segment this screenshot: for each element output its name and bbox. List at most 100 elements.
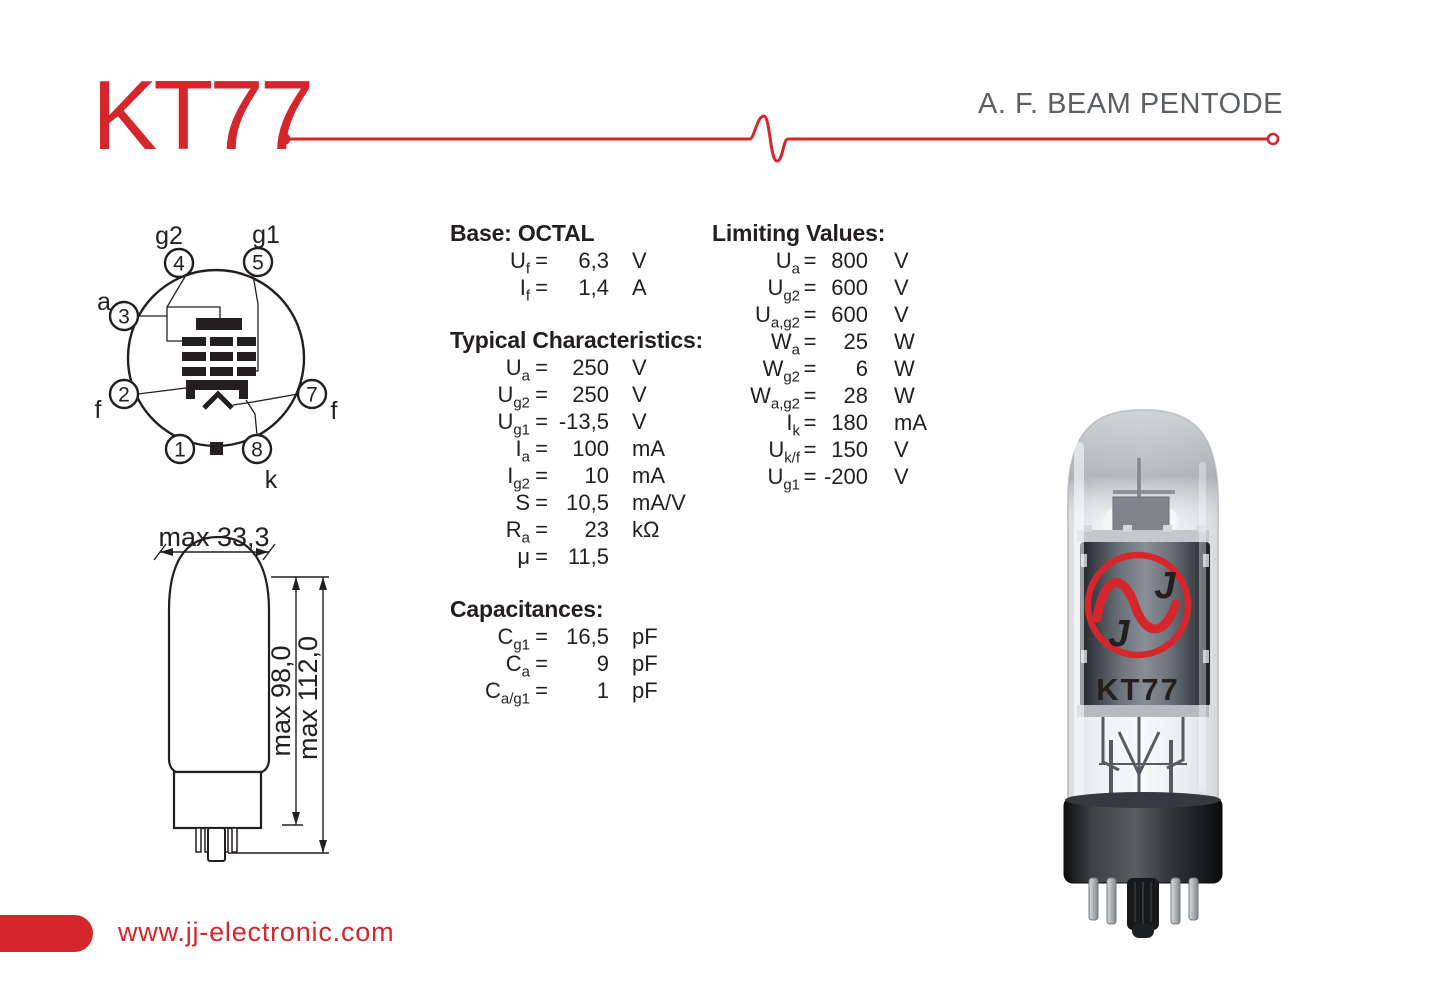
electrode-stack: [182, 318, 256, 455]
spec-value: 25: [843, 329, 868, 354]
spec-symbol: Ug2: [767, 275, 800, 305]
equals-sign: =: [803, 410, 817, 435]
pin-labels: g2 g1 a f f k: [95, 221, 338, 494]
glass-highlight-right: [1199, 462, 1206, 792]
spec-symbol: Ug2: [497, 382, 530, 412]
equals-sign: =: [535, 463, 548, 488]
pin-label-g2: g2: [155, 222, 183, 250]
pulse-line: [284, 114, 1271, 163]
spec-value: 11,5: [567, 544, 609, 569]
spec-symbol: Ca/g1: [485, 678, 530, 708]
spec-value: 6: [855, 356, 868, 381]
spec-value: 1: [596, 678, 609, 703]
tube-model-print: KT77: [1096, 672, 1180, 707]
tube-photo: J J KT77: [1063, 408, 1223, 938]
equals-sign: =: [535, 490, 548, 515]
pin-number: 5: [252, 252, 264, 275]
pin-numbers: 1 2 3 4 5 7 8: [118, 252, 318, 462]
spec-value: 23: [584, 517, 609, 542]
width-dimension-arrows: [160, 548, 269, 556]
equals-sign: =: [535, 409, 548, 434]
spec-row: Ia= 100 mA: [450, 435, 730, 466]
equals-sign: =: [803, 275, 817, 300]
bulb-height-label: max 98,0: [266, 645, 296, 756]
website-link[interactable]: www.jj-electronic.com: [118, 917, 395, 947]
equals-sign: =: [535, 544, 548, 569]
spec-symbol: Ug1: [497, 409, 530, 439]
spec-symbol: Uf: [509, 248, 530, 278]
equals-sign: =: [803, 356, 817, 381]
cathode-bar: [186, 380, 248, 390]
line-end-ring: [1266, 132, 1280, 146]
spec-unit: A: [632, 275, 647, 300]
spec-symbol: Ca: [505, 651, 530, 681]
spec-unit: V: [632, 355, 647, 380]
spec-unit: kΩ: [632, 517, 660, 542]
lower-wires: [1099, 717, 1187, 798]
spec-symbol: Cg1: [497, 624, 530, 654]
pin-number: 1: [174, 439, 186, 462]
tube-base-outline: [172, 770, 263, 830]
equals-sign: =: [535, 624, 548, 649]
equals-sign: =: [535, 651, 548, 676]
tube-pins-outline: [195, 827, 238, 862]
spec-unit: V: [894, 302, 909, 327]
spec-value: 100: [572, 436, 609, 461]
page-title: KT77: [92, 60, 314, 170]
spec-unit: W: [894, 329, 915, 354]
line-start-dot: [279, 133, 291, 145]
height-dimension-arrows: [292, 577, 327, 853]
pin-label-f-right: f: [331, 397, 338, 425]
equals-sign: =: [535, 436, 548, 461]
equals-sign: =: [535, 382, 548, 407]
spec-unit: mA: [632, 436, 665, 461]
spec-symbol: Ua: [505, 355, 530, 385]
anode-bar: [196, 318, 242, 330]
pin-diagram: 1 2 3 4 5 7 8 g2 g1 a f f k: [95, 221, 338, 494]
section-title: Limiting Values:: [712, 220, 886, 246]
spec-unit: V: [894, 248, 909, 273]
tube-base: [1063, 796, 1223, 884]
pin-number: 4: [173, 253, 185, 276]
spec-value: 180: [831, 410, 868, 435]
spec-row: Ca/g1= 1 pF: [450, 677, 730, 708]
spec-value: -13,5: [558, 409, 609, 434]
spec-row: Ua= 250 V: [450, 354, 730, 385]
section-title: Base: OCTAL: [450, 220, 595, 246]
spec-value: 600: [831, 275, 868, 300]
top-mica-structure: [1077, 458, 1209, 545]
equals-sign: =: [803, 248, 817, 273]
spec-value: 6,3: [578, 248, 609, 273]
jj-logo-wave: [1092, 578, 1181, 634]
pin-label-a: a: [97, 288, 111, 316]
equals-sign: =: [535, 355, 548, 380]
spec-symbol: Uk/f: [768, 437, 800, 467]
spec-symbol: If: [519, 275, 530, 305]
spec-symbol: Ia: [515, 436, 530, 466]
equals-sign: =: [803, 464, 817, 489]
equals-sign: =: [535, 678, 548, 703]
spec-unit: pF: [632, 678, 658, 703]
spec-symbol: Wa,g2: [750, 383, 800, 413]
jj-logo-letter-1: J: [1154, 565, 1176, 607]
octal-key: [210, 442, 223, 455]
spec-value: 1,4: [578, 275, 609, 300]
spec-value: 250: [572, 355, 609, 380]
equals-sign: =: [535, 248, 548, 273]
pin-number: 7: [306, 384, 318, 407]
spec-symbol: Ua: [775, 248, 800, 278]
